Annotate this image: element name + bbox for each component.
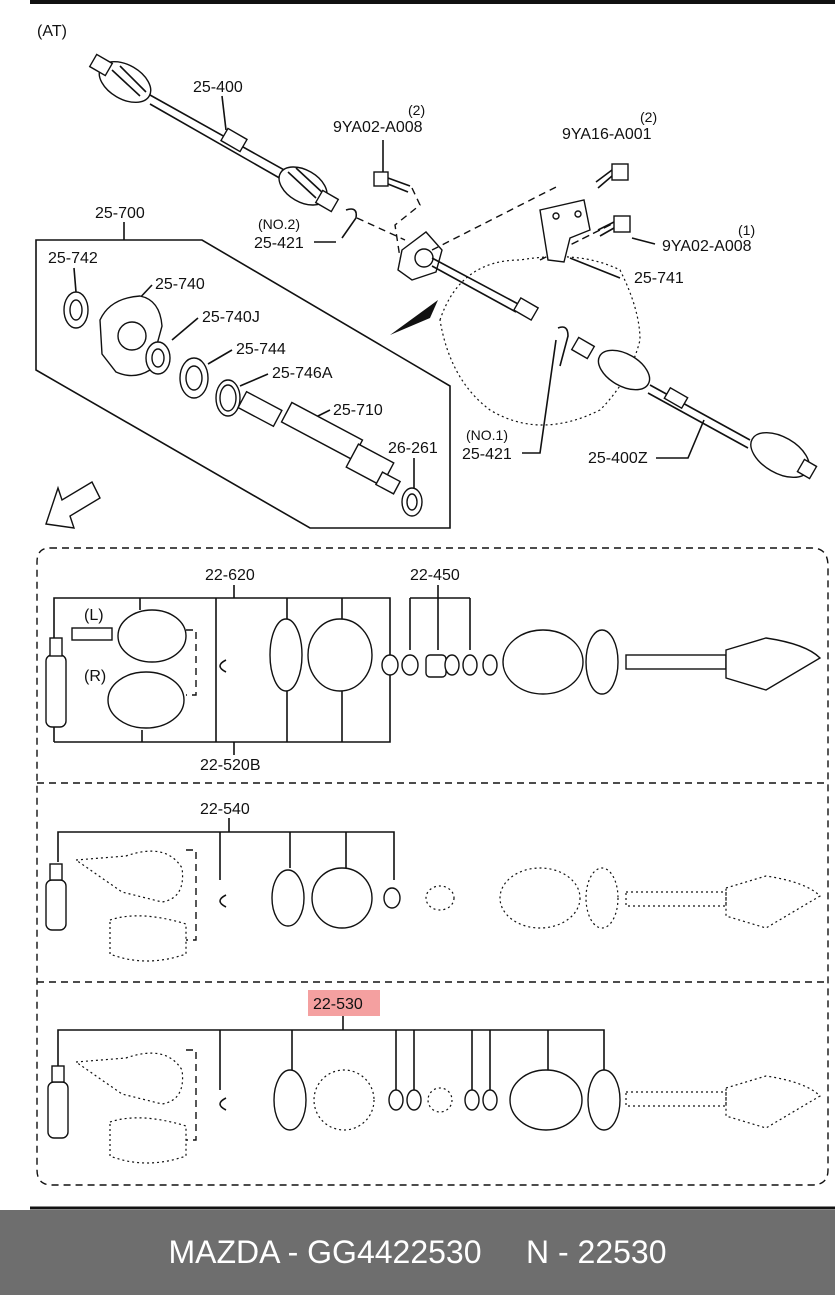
label-26-261: 26-261: [388, 440, 438, 457]
leader: [239, 373, 269, 387]
label-22-450: 22-450: [410, 567, 460, 584]
leader: [569, 257, 621, 279]
transmission-outline: [439, 256, 641, 426]
label-25-740j: 25-740J: [202, 309, 260, 326]
label-25-700: 25-700: [95, 205, 145, 222]
label-25-746a: 25-746A: [272, 365, 333, 382]
label-25-421-no2: 25-421: [254, 235, 304, 252]
kit-frame: [36, 547, 829, 1186]
leader: [207, 349, 233, 365]
parts-diagram: (AT) 25-400 (NO.2) 25-421 (2) 9YA02-A008: [30, 0, 835, 1210]
qty-9ya16: (2): [640, 109, 657, 125]
label-25-741: 25-741: [634, 270, 684, 287]
direction-arrow: [390, 300, 438, 335]
label-22-540: 22-540: [200, 801, 250, 818]
part-number-caption: MAZDA - GG4422530 N - 22530: [168, 1234, 667, 1270]
center-bracket: [397, 231, 443, 281]
bolt-9ya02-top: [373, 140, 411, 193]
kit-22-540-frame: [57, 831, 395, 880]
drive-shaft-left: [88, 53, 340, 213]
leader: [171, 317, 199, 341]
label-25-744: 25-744: [236, 341, 286, 358]
highlight-22-530: [308, 990, 380, 1016]
section3-parts: [47, 1049, 821, 1164]
bracket-25-741: [539, 199, 591, 263]
label-22-620: 22-620: [205, 567, 255, 584]
label-25-740: 25-740: [155, 276, 205, 293]
label-no1: (NO.1): [466, 427, 508, 443]
label-25-742: 25-742: [48, 250, 98, 267]
shaft-spline: [512, 296, 540, 322]
seal-inner: [69, 299, 83, 321]
leader: [631, 237, 656, 245]
seal-inner: [406, 493, 418, 511]
section1-parts: [45, 609, 822, 729]
dashed-guide: [431, 184, 621, 261]
bearing-inner: [151, 348, 165, 368]
qty-9ya02-top: (2): [408, 102, 425, 118]
bolt-9ya02-right: [597, 215, 631, 237]
intermediate-shaft: [431, 265, 517, 313]
fwd-arrow-icon: [45, 481, 101, 529]
leader: [522, 339, 557, 454]
label-25-710: 25-710: [333, 402, 383, 419]
label-R: (R): [84, 668, 106, 685]
leader: [73, 267, 77, 293]
label-25-400z: 25-400Z: [588, 450, 648, 467]
section2-parts: [45, 849, 821, 962]
label-9ya16: 9YA16-A001: [562, 126, 652, 143]
label-25-421-no1: 25-421: [462, 446, 512, 463]
label-22-520b: 22-520B: [200, 757, 261, 774]
kit-22-530-frame: [57, 1029, 605, 1070]
kit-25-700-frame: [35, 239, 451, 529]
label-9ya02-right: 9YA02-A008: [662, 238, 752, 255]
label-22-530: 22-530: [313, 996, 363, 1013]
variant-label: (AT): [37, 23, 67, 40]
bolt-9ya16: [595, 163, 629, 189]
label-25-400: 25-400: [193, 79, 243, 96]
drive-shaft-right: [557, 326, 818, 480]
leader: [656, 419, 705, 459]
label-L: (L): [84, 607, 104, 624]
label-9ya02-top: 9YA02-A008: [333, 119, 423, 136]
ring-inner: [185, 365, 203, 391]
housing-bore: [117, 321, 147, 351]
shaft-25-710: [237, 390, 402, 495]
clip-no2: [341, 208, 358, 239]
footer-bar: MAZDA - GG4422530 N - 22530: [0, 1210, 835, 1295]
top-border: [30, 0, 835, 4]
label-no2: (NO.2): [258, 216, 300, 232]
dashed-guide: [356, 217, 406, 241]
intermediate-shaft: [431, 257, 521, 306]
qty-9ya02-right: (1): [738, 222, 755, 238]
leader: [221, 95, 227, 131]
snap-ring-inner: [219, 384, 237, 412]
